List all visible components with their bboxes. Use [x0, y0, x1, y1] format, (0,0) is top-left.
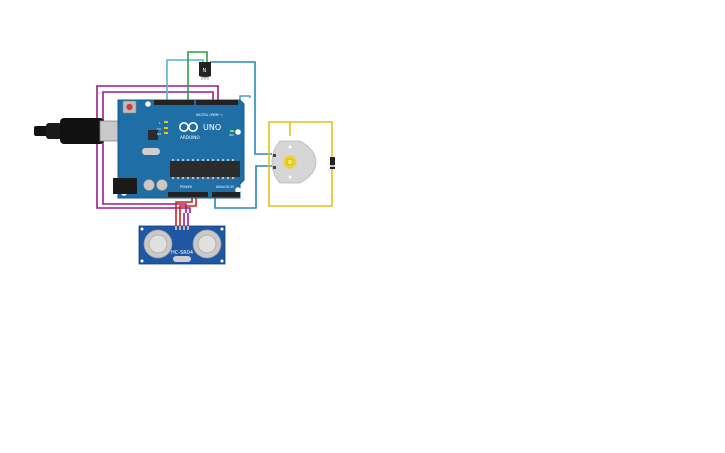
model-label: UNO — [203, 123, 221, 132]
led-tx — [164, 127, 168, 129]
analog-header — [212, 192, 240, 197]
transistor-label: N — [203, 68, 207, 74]
capacitor — [156, 179, 168, 191]
led-on — [230, 130, 234, 132]
wire-red-1[interactable] — [179, 193, 197, 226]
sensor-label: HC-SR04 — [171, 250, 193, 256]
arduino-logo — [179, 122, 199, 133]
digital-label: DIGITAL (PWM~) — [196, 113, 222, 117]
diode-body — [330, 157, 335, 169]
led-rx-label: RX — [157, 132, 161, 136]
crystal — [142, 148, 160, 155]
analog-label: ANALOG IN — [216, 185, 234, 189]
digital-header-right — [196, 100, 238, 105]
motor-terminal — [273, 154, 276, 157]
sensor-pin — [179, 226, 181, 230]
digital-header-left — [154, 100, 194, 105]
wires — [96, 51, 333, 226]
brand-label: ARDUINO — [180, 135, 200, 140]
mount-hole — [145, 101, 151, 107]
wire-yellow-2[interactable] — [268, 160, 333, 207]
sensor-mount-hole — [140, 259, 144, 263]
led-l — [164, 121, 168, 123]
usb-chip — [148, 130, 158, 140]
ultrasonic-sensor[interactable]: HC-SR04 — [138, 225, 226, 265]
motor-shaft — [286, 158, 294, 166]
arduino-board[interactable]: ARDUINO UNO DIGITAL (PWM~) POWER ANALOG … — [113, 99, 245, 199]
chip-pins — [172, 159, 234, 179]
transducer-right-inner — [197, 234, 217, 254]
motor-hole — [288, 175, 292, 179]
power-header — [168, 192, 208, 197]
capacitor — [143, 179, 155, 191]
wire-yellow[interactable] — [289, 121, 333, 159]
sensor-mount-hole — [220, 259, 224, 263]
mount-hole — [235, 129, 241, 135]
wire-purple-outer[interactable] — [96, 85, 219, 213]
transistor-body — [199, 62, 211, 78]
mount-hole — [235, 187, 241, 193]
atmega-chip — [170, 161, 240, 177]
sensor-pin — [183, 226, 185, 230]
sensor-pin — [187, 226, 189, 230]
sensor-crystal — [173, 256, 191, 262]
led-rx — [164, 132, 168, 134]
usb-cable-plug-tip — [34, 126, 48, 136]
motor-terminal — [273, 166, 276, 169]
wire-green[interactable] — [187, 51, 208, 100]
led-on-label: ON — [229, 133, 234, 137]
reset-button-cap — [126, 103, 133, 111]
usb-cable-strain — [46, 123, 62, 139]
power-label: POWER — [180, 185, 193, 189]
sensor-mount-hole — [220, 227, 224, 231]
transducer-left-inner — [148, 234, 168, 254]
motor-hole — [288, 145, 292, 149]
usb-cable-body — [60, 118, 104, 144]
wire-blue-top[interactable] — [210, 61, 272, 155]
power-jack[interactable] — [113, 178, 137, 194]
diode[interactable] — [330, 157, 335, 169]
wire-cyan[interactable] — [166, 59, 204, 100]
diode-band — [330, 165, 335, 167]
wire-yellow-3[interactable] — [268, 121, 290, 160]
wire-blue-bottom[interactable] — [214, 165, 272, 209]
wire-blue-digital[interactable] — [239, 95, 251, 100]
transistor[interactable]: N — [199, 62, 211, 80]
dc-motor[interactable] — [271, 140, 317, 184]
sensor-pin — [175, 226, 177, 230]
led-l-label: L — [159, 121, 161, 125]
sensor-mount-hole — [140, 227, 144, 231]
led-tx-label: TX — [156, 127, 161, 131]
